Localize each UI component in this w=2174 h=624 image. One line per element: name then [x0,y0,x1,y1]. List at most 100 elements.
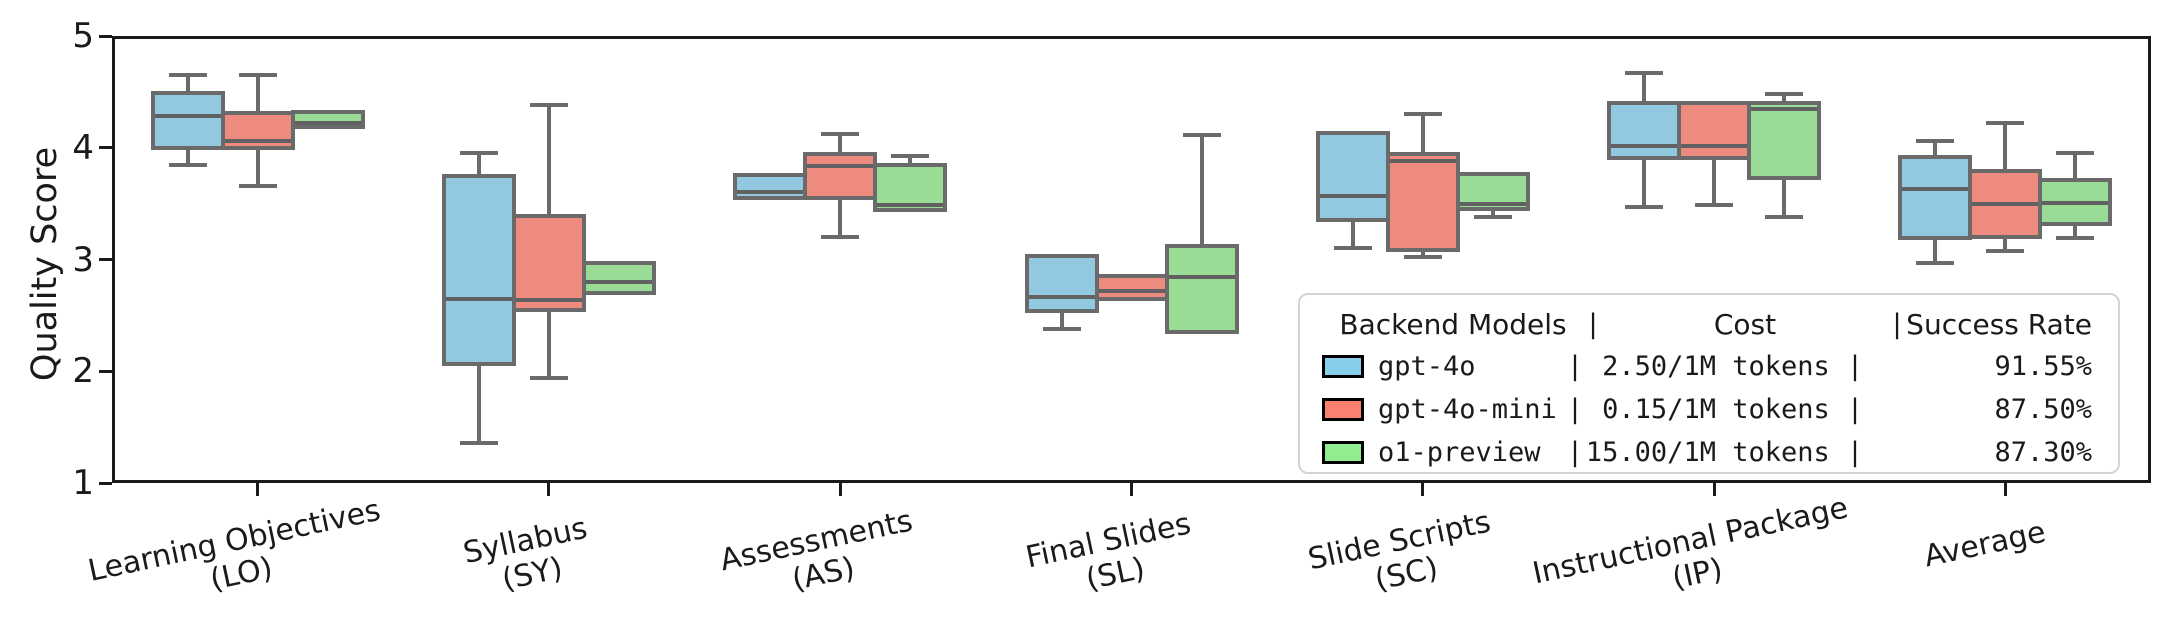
whisker-cap-lower-gpt-4o-mini-syllabus [529,375,568,380]
legend-separator: | [1846,437,1864,468]
whisker-upper-gpt-4o-learning-objectives [185,75,190,96]
box-gpt-4o-mini-final-slides [1094,274,1169,302]
y-tick-mark [99,369,112,373]
box-o1-preview-instructional-package [1747,101,1822,180]
box-gpt-4o-learning-objectives [150,91,225,150]
y-tick-mark [99,258,112,261]
legend-header: Backend Models | Cost | Success Rate [1322,303,2096,345]
whisker-upper-o1-preview-final-slides [1199,135,1204,249]
y-tick-mark [99,34,112,38]
median-gpt-4o-mini-learning-objectives [224,139,291,144]
box-gpt-4o-syllabus [441,173,516,367]
whisker-cap-lower-gpt-4o-learning-objectives [168,162,207,167]
legend-header-cost: Cost [1713,307,1777,341]
whisker-cap-lower-gpt-4o-syllabus [459,440,498,445]
whisker-cap-upper-o1-preview-assessments [891,153,930,158]
y-tick-label-5: 5 [72,16,94,56]
x-tick-mark [1421,483,1425,496]
legend-model-cost: 15.00/1M tokens [1585,437,1846,468]
whisker-lower-gpt-4o-mini-learning-objectives [255,145,260,186]
median-o1-preview-final-slides [1168,275,1235,280]
whisker-lower-gpt-4o-instructional-package [1642,155,1647,207]
box-gpt-4o-slide-scripts [1315,131,1390,223]
legend-model-success-rate: 87.30% [1994,437,2092,468]
whisker-cap-lower-gpt-4o-mini-average [1986,248,2025,253]
median-o1-preview-learning-objectives [294,121,361,126]
y-tick-mark [99,481,112,485]
whisker-lower-gpt-4o-mini-instructional-package [1712,155,1717,205]
whisker-cap-upper-o1-preview-instructional-package [1765,92,1804,97]
whisker-cap-lower-o1-preview-average [2056,236,2095,241]
whisker-cap-upper-gpt-4o-instructional-package [1625,70,1664,75]
legend-separator: | [1566,394,1584,425]
legend-separator: | [1846,351,1864,382]
whisker-cap-lower-gpt-4o-final-slides [1042,326,1081,331]
legend-model-cost: 2.50/1M tokens [1585,351,1846,382]
legend-header-models: Backend Models [1339,307,1567,341]
median-o1-preview-slide-scripts [1459,201,1526,206]
whisker-cap-lower-o1-preview-slide-scripts [1473,215,1512,220]
whisker-cap-upper-gpt-4o-mini-syllabus [529,103,568,108]
y-tick-label-1: 1 [72,463,94,503]
whisker-cap-upper-gpt-4o-syllabus [459,151,498,156]
x-tick-mark [547,483,551,496]
whisker-cap-lower-gpt-4o-instructional-package [1625,204,1664,209]
whisker-cap-upper-gpt-4o-mini-average [1986,121,2025,126]
median-gpt-4o-mini-syllabus [515,297,582,302]
legend-separator: | [1588,308,1598,340]
median-o1-preview-average [2042,200,2109,205]
whisker-lower-o1-preview-average [2073,221,2078,239]
whisker-lower-o1-preview-slide-scripts [1490,206,1495,218]
median-gpt-4o-instructional-package [1611,143,1678,148]
whisker-lower-gpt-4o-syllabus [476,362,481,443]
whisker-cap-upper-gpt-4o-learning-objectives [168,73,207,78]
legend-separator: | [1892,308,1902,340]
median-gpt-4o-assessments [737,190,804,195]
whisker-upper-o1-preview-instructional-package [1782,94,1787,106]
y-tick-mark [99,146,112,150]
box-gpt-4o-mini-slide-scripts [1385,151,1460,253]
median-gpt-4o-average [1902,187,1969,192]
whisker-upper-gpt-4o-instructional-package [1642,72,1647,106]
box-gpt-4o-final-slides [1024,254,1099,313]
median-o1-preview-assessments [877,202,944,207]
whisker-cap-upper-gpt-4o-mini-learning-objectives [238,73,277,78]
legend-model-success-rate: 87.50% [1994,394,2092,425]
legend-swatch-o1-preview [1322,441,1364,464]
legend-header-success-rate: Success Rate [1906,307,2092,341]
whisker-lower-gpt-4o-final-slides [1059,308,1064,329]
legend-row-o1-preview: o1-preview | 15.00/1M tokens | 87.30% [1322,431,2096,474]
whisker-upper-o1-preview-average [2073,153,2078,183]
y-tick-label-2: 2 [72,351,94,392]
legend-separator: | [1566,351,1584,382]
legend-model-success-rate: 91.55% [1994,351,2092,382]
whisker-cap-upper-gpt-4o-average [1916,139,1955,144]
x-tick-mark [256,483,260,496]
legend-row-gpt-4o-mini: gpt-4o-mini | 0.15/1M tokens | 87.50% [1322,388,2096,431]
median-gpt-4o-mini-assessments [807,163,874,168]
box-o1-preview-learning-objectives [290,110,365,130]
box-gpt-4o-assessments [733,172,808,200]
box-gpt-4o-mini-instructional-package [1677,101,1752,160]
median-gpt-4o-mini-final-slides [1098,288,1165,293]
legend: Backend Models | Cost | Success Rate gpt… [1298,293,2120,474]
whisker-cap-lower-gpt-4o-mini-instructional-package [1695,202,1734,207]
whisker-upper-gpt-4o-mini-syllabus [546,105,551,219]
whisker-upper-gpt-4o-syllabus [476,153,481,178]
x-tick-mark [1712,483,1716,496]
whisker-cap-upper-gpt-4o-mini-slide-scripts [1403,112,1442,117]
legend-model-name: gpt-4o [1378,351,1557,382]
whisker-cap-upper-gpt-4o-mini-assessments [821,132,860,137]
box-o1-preview-syllabus [581,261,656,295]
x-tick-mark [1130,483,1133,496]
whisker-cap-lower-gpt-4o-mini-assessments [821,235,860,240]
legend-model-name: gpt-4o-mini [1378,394,1557,425]
box-gpt-4o-mini-assessments [803,151,878,200]
whisker-lower-gpt-4o-mini-syllabus [546,307,551,378]
legend-model-name: o1-preview [1378,437,1557,468]
x-tick-mark [2003,483,2007,496]
whisker-lower-gpt-4o-mini-average [2003,234,2008,251]
legend-swatch-gpt-4o [1322,355,1364,378]
median-gpt-4o-mini-slide-scripts [1389,159,1456,164]
